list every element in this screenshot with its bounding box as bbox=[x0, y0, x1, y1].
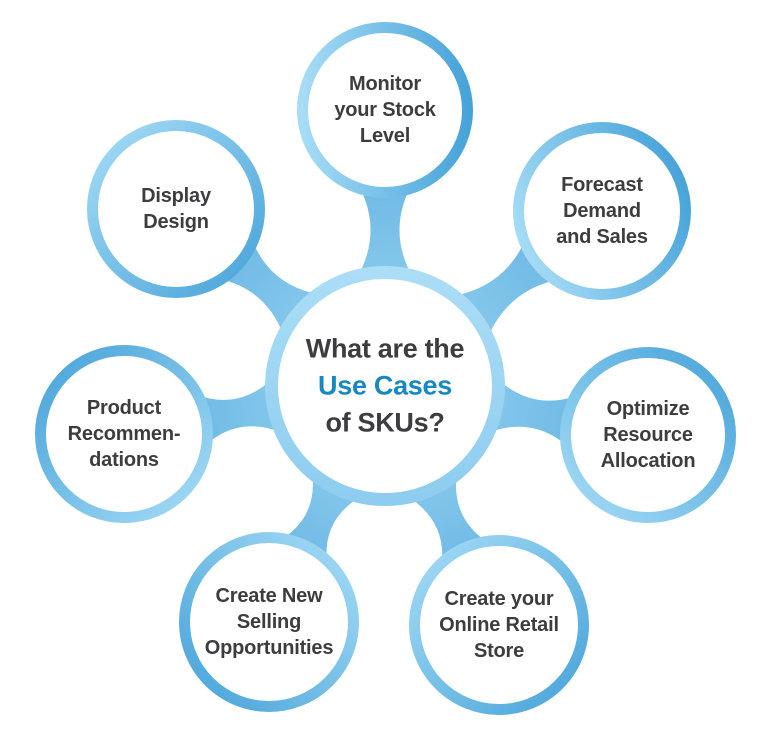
spoke-product-recommendations bbox=[197, 379, 282, 445]
spoke-optimize-resource bbox=[488, 379, 576, 446]
node-circle-create-online-store bbox=[409, 535, 589, 715]
node-circle-monitor-stock bbox=[297, 22, 473, 198]
node-circle-forecast-demand bbox=[513, 122, 691, 300]
node-circle-optimize-resource bbox=[560, 347, 736, 523]
node-circle-create-selling-opportunities bbox=[179, 532, 359, 712]
center-circle bbox=[265, 266, 505, 506]
node-circle-product-recommendations bbox=[35, 345, 213, 523]
node-circle-display-design bbox=[87, 120, 265, 298]
spoke-monitor-stock bbox=[358, 188, 412, 276]
